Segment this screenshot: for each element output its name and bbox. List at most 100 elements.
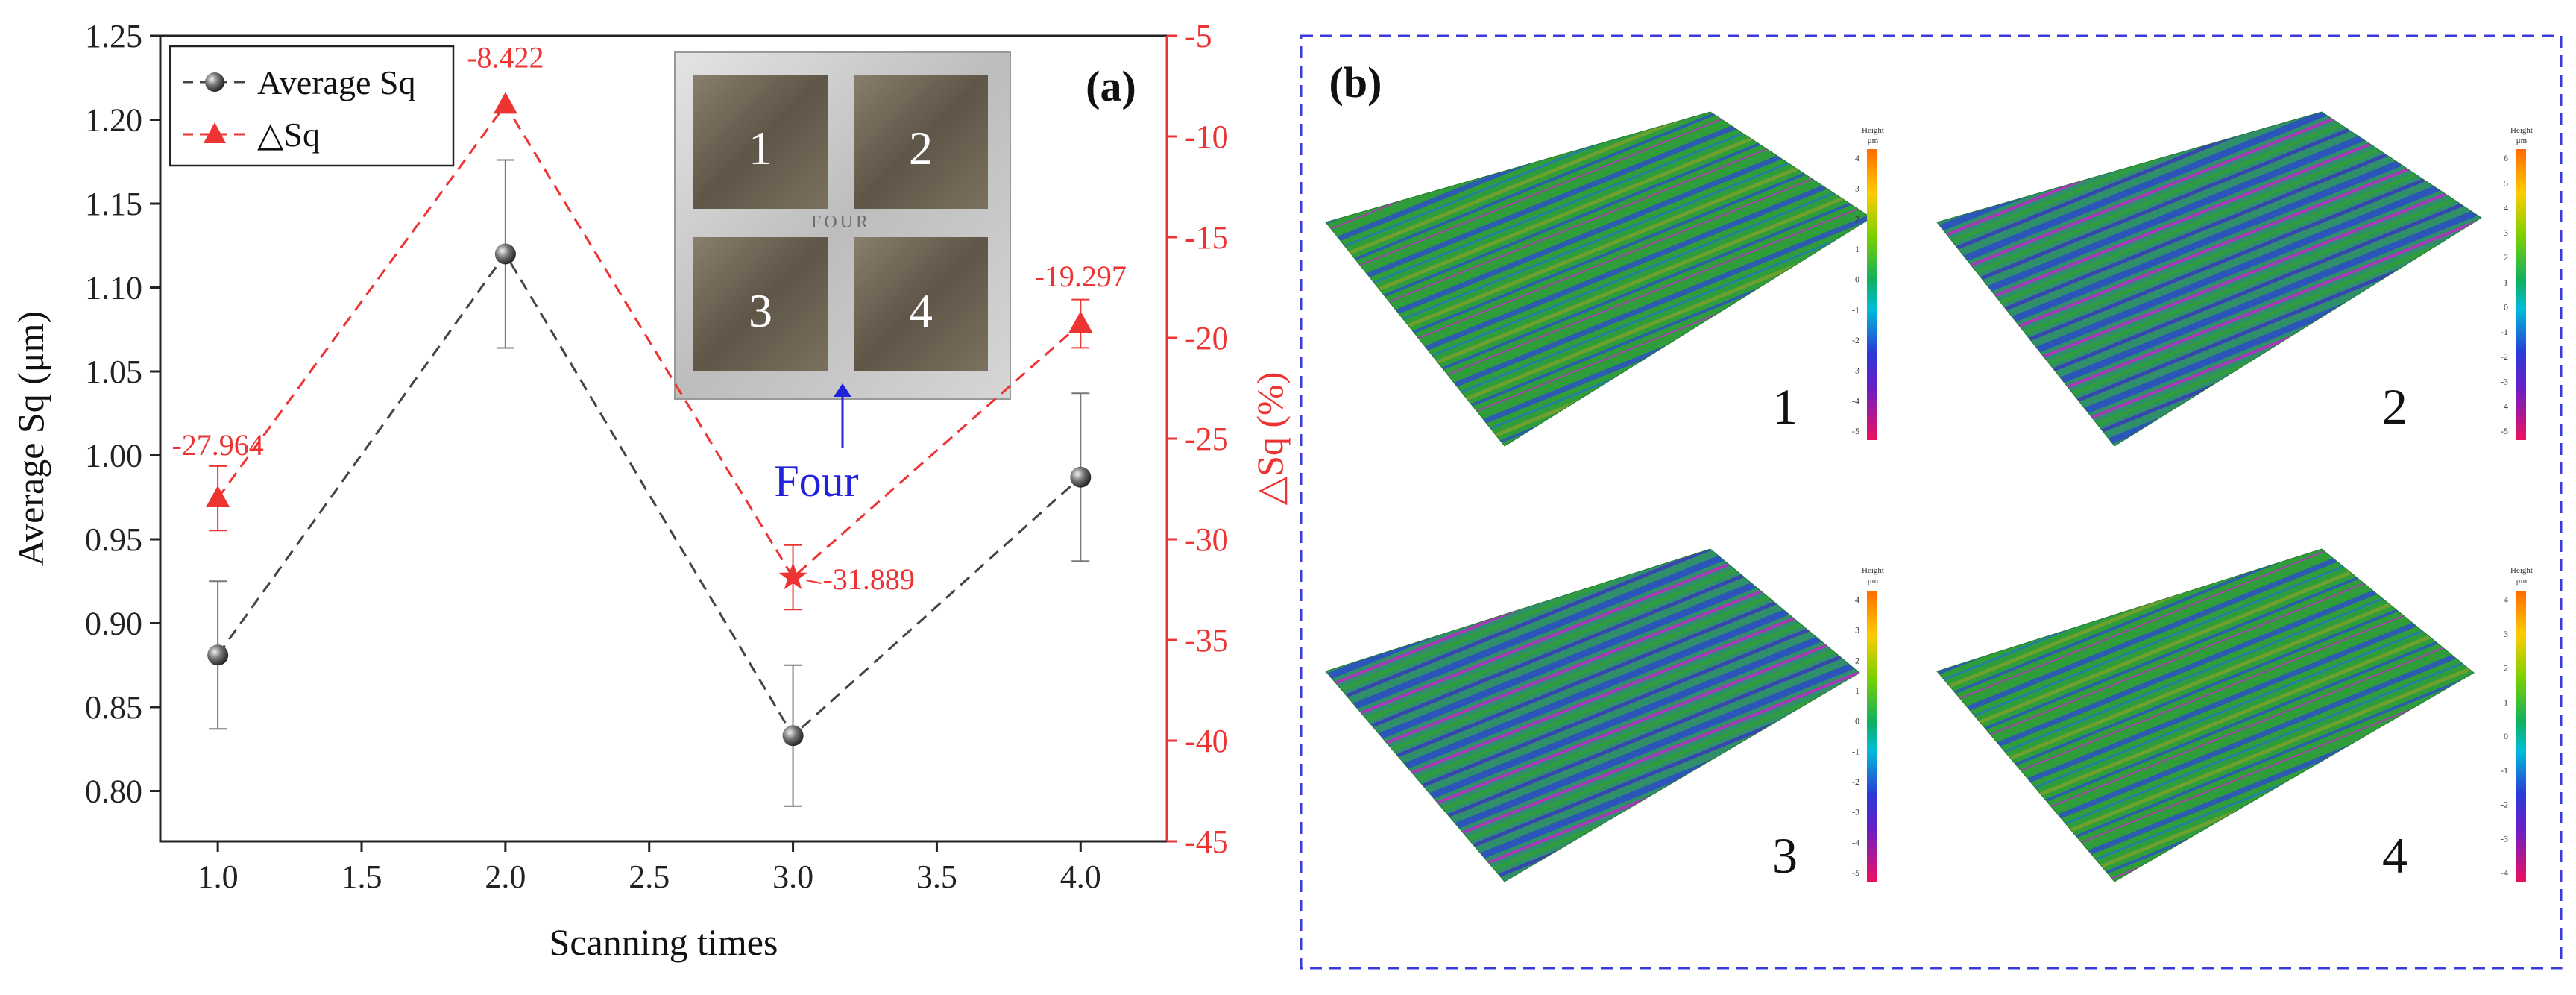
map-2-colorbar xyxy=(2516,149,2526,440)
surface-map-4 xyxy=(1936,548,2475,882)
colorbar-tick-label: 1 xyxy=(1855,685,1859,696)
y-left-tick-label: 0.80 xyxy=(85,773,142,810)
panel-a-label: (a) xyxy=(1086,62,1136,110)
data-label-delta-sq: -19.297 xyxy=(1035,260,1127,293)
y-right-tick-label: -30 xyxy=(1185,521,1229,558)
colorbar-tick-label: 3 xyxy=(2504,227,2508,238)
colorbar-tick-label: -4 xyxy=(2501,867,2508,878)
x-tick-label: 2.5 xyxy=(629,859,670,895)
point-delta-sq xyxy=(493,92,517,114)
point-average-sq xyxy=(207,644,229,666)
x-tick-label: 1.5 xyxy=(341,859,382,895)
colorbar-tick-label: -1 xyxy=(2501,327,2508,337)
map-2-colorbar-title: Height xyxy=(2510,126,2533,135)
y-left-tick-label: 0.90 xyxy=(85,606,142,642)
map-4-colorbar-unit: μm xyxy=(2516,577,2528,586)
map-3-colorbar xyxy=(1867,591,1877,882)
data-label-delta-sq: -27.964 xyxy=(171,428,263,462)
line-average-sq xyxy=(216,251,1082,738)
panel-b-label: (b) xyxy=(1329,58,1382,107)
y-left-tick-label: 1.10 xyxy=(85,270,142,307)
y-right-tick-label: -45 xyxy=(1185,823,1229,860)
colorbar-tick-label: -3 xyxy=(2501,833,2508,844)
colorbar-tick-label: 1 xyxy=(2504,697,2508,707)
colorbar-tick-label: -2 xyxy=(2501,800,2508,810)
colorbar-tick-label: -5 xyxy=(1852,426,1859,436)
colorbar-tick-label: -3 xyxy=(1852,365,1859,376)
colorbar-tick-label: 3 xyxy=(1855,183,1859,194)
inset-cell-2-bg xyxy=(854,75,988,209)
y-right-tick-label: -15 xyxy=(1185,219,1229,256)
legend-box xyxy=(169,45,455,167)
y-left-tick-label: 1.20 xyxy=(85,102,142,139)
colorbar-tick-label: 4 xyxy=(1855,594,1859,605)
x-tick-label: 3.5 xyxy=(916,859,957,895)
map-4-colorbar-title: Height xyxy=(2510,566,2533,575)
colorbar-tick-label: 3 xyxy=(1855,625,1859,635)
colorbar-tick-label: -2 xyxy=(2501,351,2508,362)
x-tick-label: 3.0 xyxy=(772,859,813,895)
point-delta-sq xyxy=(778,562,807,590)
point-average-sq xyxy=(494,243,516,265)
series-average-sq xyxy=(207,159,1092,807)
colorbar-tick-label: -4 xyxy=(1852,837,1859,847)
colorbar-tick-label: 3 xyxy=(2504,629,2508,639)
map-3-number: 3 xyxy=(1772,827,1798,884)
point-average-sq xyxy=(782,725,804,747)
legend-label-average-sq: Average Sq xyxy=(257,63,415,101)
inset-cell-1-bg xyxy=(693,75,828,209)
point-delta-sq xyxy=(206,486,230,508)
inset-plate-text: FOUR xyxy=(811,213,871,232)
colorbar-tick-label: 2 xyxy=(2504,663,2508,674)
map-1-colorbar-unit: μm xyxy=(1868,136,1879,145)
four-arrow-head xyxy=(834,383,851,397)
y-right-axis-label: △Sq (%) xyxy=(1249,372,1291,506)
colorbar-tick-label: 5 xyxy=(2504,178,2508,188)
surface-map-2 xyxy=(1936,111,2482,447)
map-2-number: 2 xyxy=(2382,378,2407,435)
colorbar-tick-label: 4 xyxy=(1855,153,1859,163)
colorbar-tick-label: -2 xyxy=(1852,335,1859,345)
y-right-tick-label: -10 xyxy=(1185,119,1229,155)
colorbar-tick-label: 0 xyxy=(2504,731,2508,741)
colorbar-tick-label: -1 xyxy=(1852,746,1859,756)
map-3-colorbar-unit: μm xyxy=(1868,577,1879,586)
data-label-leader xyxy=(806,580,822,584)
legend-marker-delta-sq xyxy=(204,122,226,143)
panel-b-height-maps: (b) 1 Height μm 4 3 2 1 0 -1 -2 -3 -4 -5 2 Height… xyxy=(1300,34,2563,970)
inset-cell-3-label: 3 xyxy=(749,284,772,337)
colorbar-tick-label: -5 xyxy=(2501,426,2508,436)
data-label-delta-sq: -8.422 xyxy=(467,40,544,74)
inset-cell-4-label: 4 xyxy=(909,284,933,337)
x-tick-label: 4.0 xyxy=(1060,859,1101,895)
series-delta-sq: -27.964-8.422-31.889-19.297 xyxy=(171,40,1127,611)
colorbar-tick-label: -4 xyxy=(1852,395,1859,406)
colorbar-tick-label: -5 xyxy=(1852,867,1859,878)
colorbar-tick-label: 0 xyxy=(2504,302,2508,313)
legend-label-delta-sq: △Sq xyxy=(257,116,320,154)
legend: Average Sq △Sq xyxy=(169,45,455,167)
point-average-sq xyxy=(1070,466,1092,488)
colorbar-tick-label: 4 xyxy=(2504,203,2508,213)
x-axis-label: Scanning times xyxy=(549,921,778,963)
colorbar-tick-label: -3 xyxy=(2501,376,2508,386)
colorbar-tick-label: 2 xyxy=(1855,213,1859,224)
y-right-tick-label: -40 xyxy=(1185,723,1229,759)
inset-cell-1-label: 1 xyxy=(749,122,772,175)
colorbar-tick-label: 1 xyxy=(2504,277,2508,287)
colorbar-tick-label: 4 xyxy=(2504,594,2508,605)
y-left-tick-label: 1.15 xyxy=(85,186,142,222)
map-1-colorbar-title: Height xyxy=(1862,126,1884,135)
colorbar-tick-label: 2 xyxy=(1855,655,1859,665)
y-left-tick-label: 1.05 xyxy=(85,354,142,390)
colorbar-tick-label: 0 xyxy=(1855,716,1859,726)
y-left-axis-label: Average Sq (μm) xyxy=(10,311,51,566)
y-left-axis-ticks: 0.800.850.900.951.001.051.101.151.201.25 xyxy=(85,18,160,810)
